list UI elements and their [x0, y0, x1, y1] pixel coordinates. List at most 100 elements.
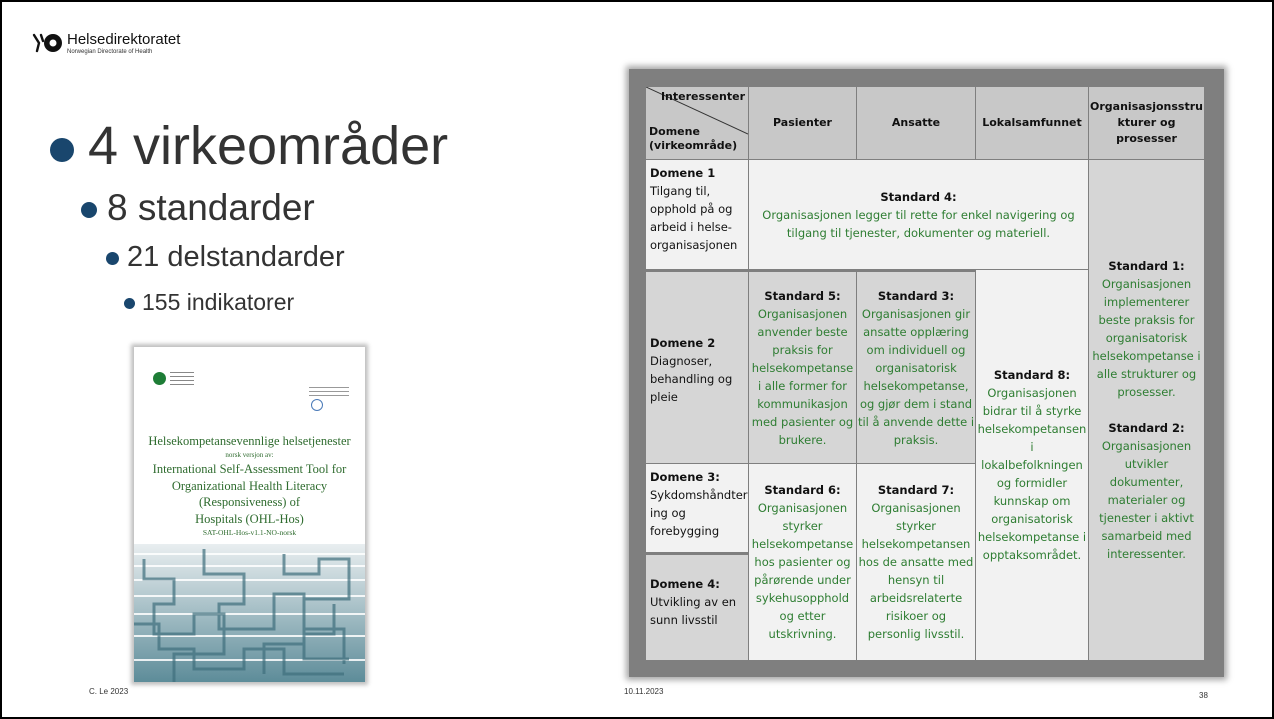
- standard-4-title: Standard 4:: [880, 189, 957, 204]
- standard-6-cell: Standard 6: Organisasjonen styrker helse…: [749, 464, 856, 660]
- standard-5-title: Standard 5:: [764, 288, 841, 303]
- standard-line: utskrivning.: [768, 627, 837, 641]
- domain-line: sunn livsstil: [650, 613, 718, 627]
- standard-line: og formidler: [996, 476, 1068, 490]
- column-header-lokalsamfunnet: Lokalsamfunnet: [976, 87, 1088, 159]
- standard-line: implementerer: [1103, 295, 1190, 309]
- standard-2-title: Standard 2:: [1108, 421, 1185, 435]
- standard-line: Organisasjonen legger til rette for enke…: [762, 207, 1075, 222]
- domain-line: Tilgang til,: [650, 184, 711, 198]
- standard-line: arbeidsrelaterte: [869, 591, 963, 605]
- corner-header-cell: Interessenter Domene (virkeområde): [646, 87, 748, 159]
- column-header-organisasjonsstrukturer: Organisasjonsstru kturer og prosesser: [1089, 87, 1204, 159]
- standard-line: helsekompetanse i: [977, 530, 1087, 544]
- corner-bottom-label: Domene: [649, 125, 700, 138]
- standard-line: helsekompetansen: [977, 422, 1087, 436]
- cover-logo-lines: [170, 372, 194, 388]
- bullet-level-1: 4 virkeområder: [50, 115, 448, 177]
- standard-line: anvender beste: [757, 324, 848, 339]
- standard-line: lokalbefolkningen: [981, 458, 1083, 472]
- standard-7-cell: Standard 7: Organisasjonen styrker helse…: [857, 464, 975, 660]
- standard-line: praksis for: [772, 342, 833, 357]
- standard-line: helsekompetanse: [751, 537, 854, 551]
- domain-cell-3: Domene 3: Sykdomshåndter ing og forebygg…: [646, 464, 748, 552]
- domain-title: Domene 2: [650, 335, 716, 350]
- standard-line: organisatorisk: [1105, 331, 1188, 345]
- who-emblem-icon: [311, 399, 323, 411]
- standard-8-cell: Standard 8: Organisasjonen bidrar til å …: [976, 270, 1088, 660]
- standard-line: hos de ansatte med: [858, 555, 974, 569]
- standards-table: Interessenter Domene (virkeområde) Pasie…: [629, 69, 1224, 677]
- standard-1-2-cell: Standard 1: Organisasjonen implementerer…: [1089, 160, 1204, 660]
- standard-line: hos pasienter og: [754, 555, 851, 569]
- standard-line: utvikler: [1124, 457, 1169, 471]
- bullet-dot-icon: [50, 137, 74, 162]
- logo-mark-icon: [32, 33, 62, 53]
- domain-title: Domene 4:: [650, 577, 720, 591]
- bullet-level-4: 155 indikatorer: [124, 289, 294, 316]
- standard-1-title: Standard 1:: [1108, 259, 1185, 273]
- domain-line: forebygging: [650, 524, 720, 538]
- bullet-dot-icon: [81, 202, 97, 219]
- cover-dept-lines: [309, 387, 349, 399]
- cover-line: (Responsiveness) of: [198, 495, 301, 509]
- domain-cell-1: Domene 1 Tilgang til, opphold på og arbe…: [646, 160, 748, 269]
- corner-bottom-label-2: (virkeområde): [649, 139, 738, 152]
- standard-3-title: Standard 3:: [877, 288, 955, 303]
- standard-line: om individuell og: [866, 342, 966, 357]
- standard-7-title: Standard 7:: [877, 483, 955, 497]
- standard-line: helsekompetanse,: [863, 378, 969, 393]
- domain-line: Diagnoser,: [650, 353, 713, 368]
- standard-line: kunnskap om: [993, 494, 1071, 508]
- standard-line: bidrar til å styrke: [982, 404, 1082, 418]
- standard-line: praksis.: [893, 432, 939, 447]
- standard-line: tjenester i aktivt: [1099, 511, 1194, 525]
- cover-code: SAT-OHL-Hos-v1.1-NO-norsk: [202, 528, 297, 537]
- standard-line: personlig livsstil.: [867, 627, 965, 641]
- domain-line: pleie: [650, 389, 678, 404]
- standard-line: Organisasjonen gir: [861, 306, 971, 321]
- standard-line: og etter: [779, 609, 826, 623]
- maze-image: [134, 544, 365, 682]
- cover-logo-icon: [153, 372, 166, 385]
- helsedirektoratet-logo: Helsedirektoratet Norwegian Directorate …: [32, 32, 180, 56]
- standard-line: beste praksis for: [1098, 313, 1195, 327]
- standard-line: pårørende under: [754, 573, 851, 587]
- standard-line: interessenter.: [1107, 547, 1186, 561]
- domain-line: Sykdomshåndter: [650, 488, 748, 502]
- report-cover-image: Helsekompetansevennlige helsetjenester n…: [134, 347, 365, 682]
- standard-5-cell: Standard 5: Organisasjonen anvender best…: [749, 272, 856, 463]
- cover-version-note: norsk versjon av:: [225, 451, 274, 459]
- standard-line: alle strukturer og: [1096, 367, 1197, 381]
- corner-top-label: Interessenter: [660, 90, 745, 103]
- domain-cell-4: Domene 4: Utvikling av en sunn livsstil: [646, 555, 748, 660]
- standard-6-title: Standard 6:: [764, 483, 841, 497]
- diagonal-line-icon: [646, 87, 748, 135]
- cover-line: Organizational Health Literacy: [171, 478, 328, 493]
- standard-line: organisatorisk: [875, 360, 957, 375]
- column-header-pasienter: Pasienter: [749, 87, 856, 159]
- standard-line: risikoer og: [885, 609, 947, 623]
- domain-title: Domene 1: [650, 166, 716, 180]
- bullet-text: 4 virkeområder: [88, 116, 449, 176]
- footer-date: 10.11.2023: [624, 687, 664, 696]
- bullet-text: 155 indikatorer: [142, 289, 295, 315]
- org-subtitle: Norwegian Directorate of Health: [67, 49, 153, 55]
- standard-line: Organisasjonen: [871, 501, 961, 515]
- standard-line: til å anvende dette i: [857, 414, 975, 429]
- standard-line: Organisasjonen: [757, 501, 848, 515]
- standard-line: i: [1030, 440, 1034, 454]
- standard-4-cell: Standard 4: Organisasjonen legger til re…: [749, 160, 1088, 269]
- domain-line: organisasjonen: [650, 238, 738, 252]
- domain-line: ing og: [650, 506, 686, 520]
- standard-line: sykehusopphold: [755, 591, 850, 605]
- standard-line: i alle former for: [757, 378, 848, 393]
- standard-3-cell: Standard 3: Organisasjonen gir ansatte o…: [857, 272, 975, 463]
- bullet-level-3: 21 delstandarder: [106, 241, 345, 274]
- standard-line: styrker: [782, 519, 823, 533]
- standard-line: med pasienter og: [751, 414, 854, 429]
- standard-line: opptaksområdet.: [982, 548, 1082, 562]
- standard-line: Organisasjonen: [987, 386, 1077, 400]
- standard-line: Organisasjonen: [1101, 277, 1192, 291]
